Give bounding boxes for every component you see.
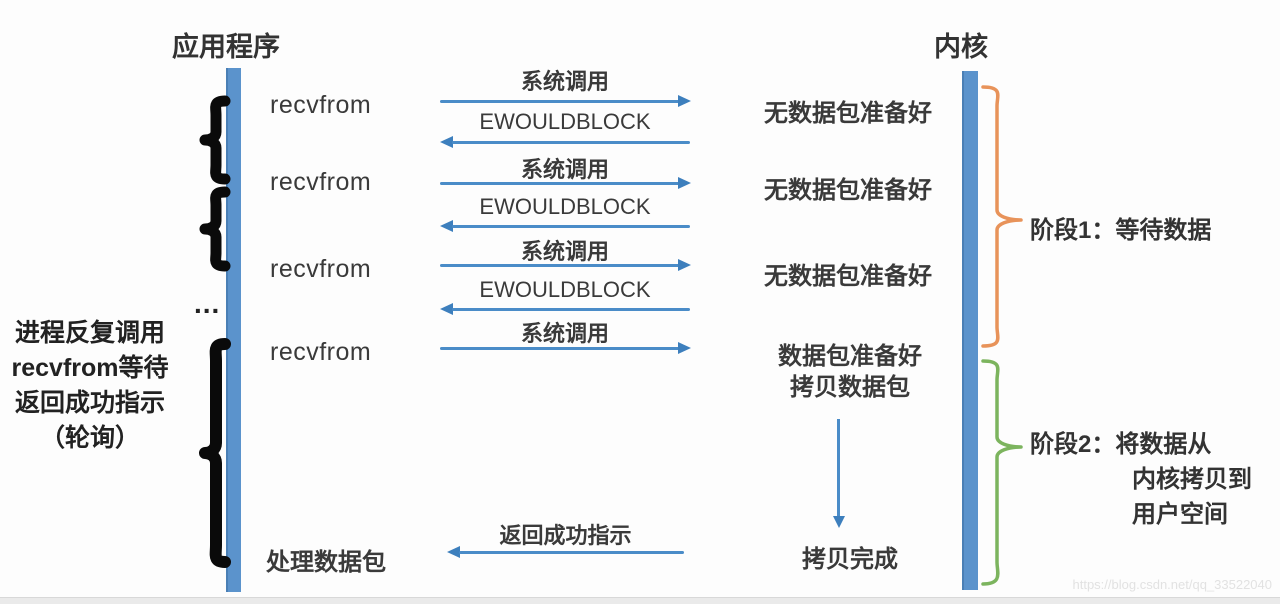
ellipsis: ...: [194, 288, 221, 319]
phase1-label: 阶段1：等待数据: [1030, 217, 1212, 244]
bottom-divider: [0, 597, 1280, 604]
process-datagram-label: 处理数据包: [266, 549, 386, 576]
syscall-label-3: 系统调用: [520, 239, 609, 264]
arrowhead-left-icon: [440, 220, 453, 232]
arrowhead-right-icon: [678, 259, 691, 271]
recvfrom-call-3: recvfrom: [270, 255, 372, 283]
polling-note: 进程反复调用 recvfrom等待 返回成功指示 （轮询）: [2, 316, 178, 456]
syscall-arrow-3: [440, 264, 680, 267]
recvfrom-call-1: recvfrom: [270, 91, 372, 119]
polling-note-line1: 进程反复调用: [14, 319, 165, 347]
ewouldblock-label-2: EWOULDBLOCK: [479, 194, 651, 219]
application-timeline-bar: [226, 68, 241, 592]
return-success-arrow: [459, 551, 684, 554]
watermark: https://blog.csdn.net/qq_33522040: [1072, 577, 1273, 592]
wait-brace-1: [199, 95, 231, 189]
polling-note-line4: （轮询）: [39, 424, 140, 452]
phase2-brace: [980, 358, 1024, 593]
arrowhead-left-icon: [447, 546, 460, 558]
ewouldblock-arrow-1: [452, 141, 690, 144]
arrowhead-down-icon: [833, 516, 845, 528]
phase2-label-line3: 用户空间: [1132, 501, 1228, 528]
wait-brace-3: [199, 338, 231, 573]
ewouldblock-label-1: EWOULDBLOCK: [479, 109, 651, 134]
arrowhead-right-icon: [678, 95, 691, 107]
syscall-label-1: 系统调用: [520, 69, 609, 94]
arrowhead-left-icon: [440, 303, 453, 315]
phase2-label-line1: 阶段2：将数据从: [1030, 431, 1212, 458]
application-header: 应用程序: [172, 32, 280, 62]
wait-brace-2: [199, 186, 231, 276]
no-datagram-ready-3: 无数据包准备好: [764, 263, 932, 290]
phase2-label-line2: 内核拷贝到: [1132, 466, 1252, 493]
datagram-ready-block: 数据包准备好 拷贝数据包: [752, 341, 948, 403]
syscall-arrow-2: [440, 182, 680, 185]
return-success-label: 返回成功指示: [499, 523, 632, 548]
kernel-header: 内核: [934, 32, 988, 62]
kernel-timeline-bar: [962, 71, 978, 590]
copy-progress-arrow: [837, 419, 840, 517]
copy-complete-label: 拷贝完成: [802, 546, 898, 573]
recvfrom-call-4: recvfrom: [270, 338, 372, 366]
arrowhead-left-icon: [440, 136, 453, 148]
syscall-arrow-1: [440, 100, 680, 103]
ewouldblock-label-3: EWOULDBLOCK: [479, 277, 651, 302]
ewouldblock-arrow-3: [452, 308, 690, 311]
phase1-brace: [980, 84, 1024, 355]
polling-note-line3: 返回成功指示: [14, 389, 165, 417]
arrowhead-right-icon: [678, 342, 691, 354]
arrowhead-right-icon: [678, 177, 691, 189]
recvfrom-call-2: recvfrom: [270, 168, 372, 196]
syscall-arrow-4: [440, 347, 680, 350]
datagram-ready-line: 数据包准备好: [778, 343, 922, 370]
copy-datagram-line: 拷贝数据包: [790, 374, 910, 401]
ewouldblock-arrow-2: [452, 225, 690, 228]
syscall-label-2: 系统调用: [520, 157, 609, 182]
syscall-label-4: 系统调用: [520, 321, 609, 346]
no-datagram-ready-1: 无数据包准备好: [764, 100, 932, 127]
no-datagram-ready-2: 无数据包准备好: [764, 177, 932, 204]
polling-note-line2: recvfrom等待: [11, 354, 169, 382]
